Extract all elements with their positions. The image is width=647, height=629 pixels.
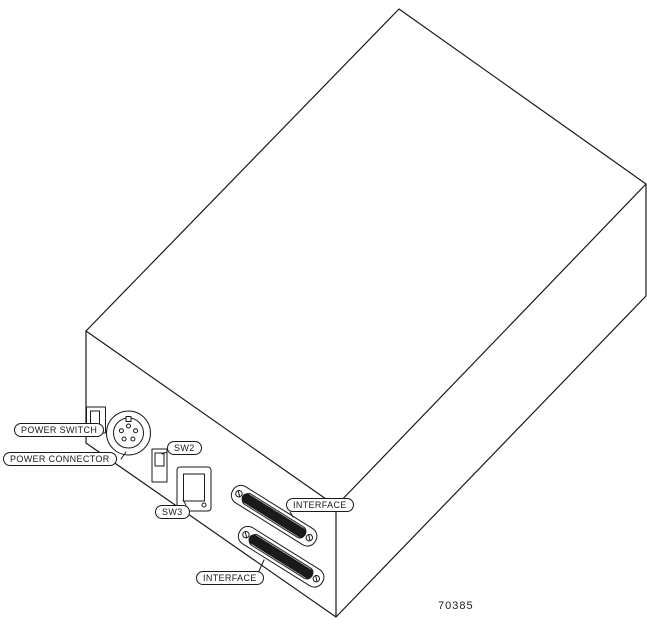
enclosure-outline <box>85 8 647 618</box>
sw2-leader <box>161 451 168 455</box>
interface-connector-top-drawing <box>230 484 318 547</box>
sw3-label: SW3 <box>155 505 190 519</box>
interface-top-label: INTERFACE <box>286 498 354 512</box>
figure-number: 70385 <box>438 600 474 612</box>
power-switch-label: POWER SWITCH <box>14 423 105 437</box>
interface-bottom-leader <box>258 559 265 572</box>
interface-top-leader <box>289 511 294 518</box>
sw3-leader <box>182 499 187 506</box>
power-connector-label: POWER CONNECTOR <box>3 452 117 466</box>
power-connector-drawing <box>106 410 151 456</box>
sw2-label: SW2 <box>167 441 202 455</box>
interface-connector-bottom-drawing <box>237 525 325 588</box>
power-connector-leader <box>120 451 127 460</box>
interface-bottom-label: INTERFACE <box>196 571 264 585</box>
sw2-switch-drawing <box>151 448 168 483</box>
enclosure-inner-edges <box>85 183 647 618</box>
sw3-connector-drawing <box>176 466 212 512</box>
